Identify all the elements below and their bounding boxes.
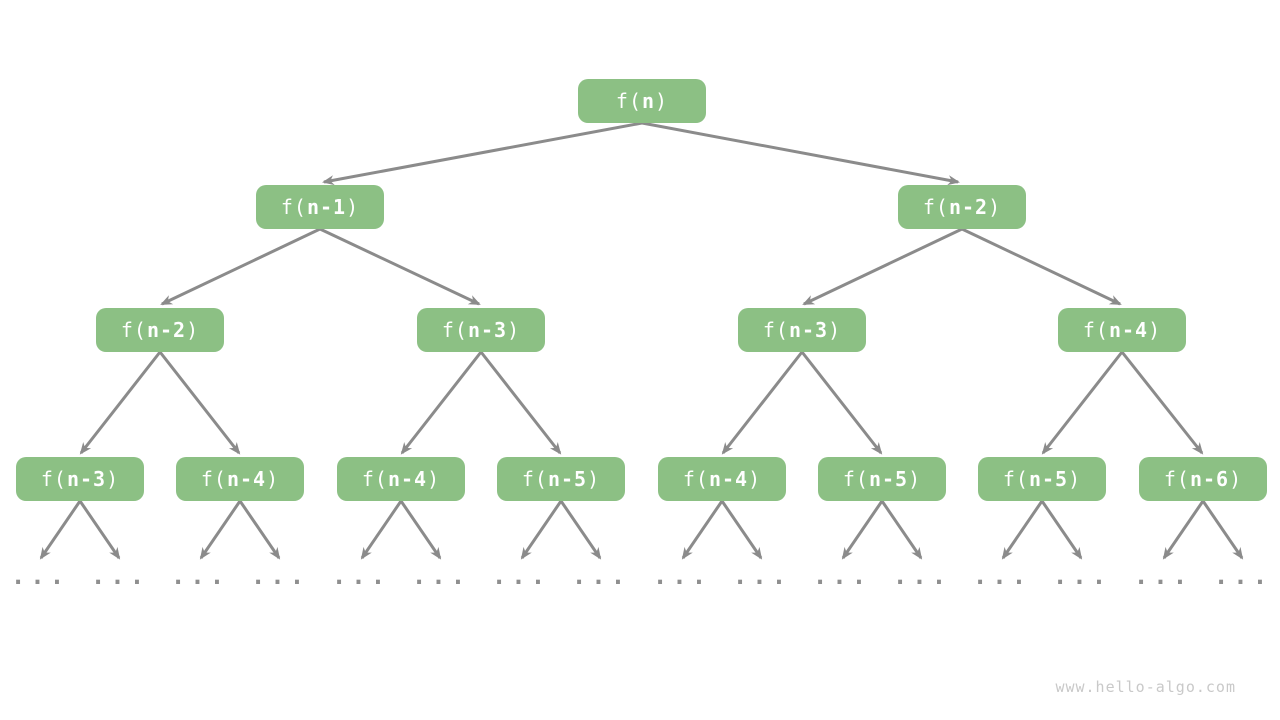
edge — [721, 351, 804, 455]
leaf-ellipsis: ... — [411, 562, 471, 590]
tree-node-root: f(n) — [578, 79, 706, 123]
edge — [1120, 351, 1204, 455]
leaf-ellipsis: ... — [571, 562, 631, 590]
node-label: f(n-4) — [1082, 318, 1162, 342]
node-label: f(n-1) — [280, 195, 360, 219]
edge-to-leaf — [520, 500, 563, 560]
tree-node: f(n-4) — [658, 457, 786, 501]
tree-node: f(n-5) — [497, 457, 625, 501]
leaf-ellipsis: ... — [1052, 562, 1112, 590]
node-label: f(n-6) — [1163, 467, 1243, 491]
node-label: f(n-5) — [1002, 467, 1082, 491]
leaf-ellipsis: ... — [652, 562, 712, 590]
edge-to-leaf — [78, 500, 121, 560]
tree-node: f(n-5) — [818, 457, 946, 501]
edge — [800, 351, 883, 455]
edge — [79, 351, 162, 455]
edge-to-leaf — [1162, 500, 1205, 560]
tree-node: f(n-3) — [417, 308, 545, 352]
node-label: f(n-5) — [521, 467, 601, 491]
tree-node: f(n-4) — [337, 457, 465, 501]
node-label: f(n-4) — [200, 467, 280, 491]
node-label: f(n-4) — [361, 467, 441, 491]
tree-node: f(n-4) — [176, 457, 304, 501]
leaf-ellipsis: ... — [1213, 562, 1273, 590]
node-label: f(n-3) — [441, 318, 521, 342]
edge — [400, 351, 483, 455]
edge-to-leaf — [399, 500, 442, 560]
watermark: www.hello-algo.com — [1055, 678, 1236, 696]
edge-to-leaf — [681, 500, 724, 560]
node-label: f(n-2) — [922, 195, 1002, 219]
edge-to-leaf — [720, 500, 763, 560]
leaf-ellipsis: ... — [170, 562, 230, 590]
edge-to-leaf — [1201, 500, 1244, 560]
edge — [322, 121, 643, 186]
leaf-ellipsis: ... — [250, 562, 310, 590]
leaf-ellipsis: ... — [10, 562, 70, 590]
node-label: f(n-4) — [682, 467, 762, 491]
edge-to-leaf — [238, 500, 281, 560]
edge-to-leaf — [1040, 500, 1083, 560]
tree-node: f(n-2) — [898, 185, 1026, 229]
node-label: f(n) — [615, 89, 669, 113]
leaf-ellipsis: ... — [90, 562, 150, 590]
leaf-ellipsis: ... — [892, 562, 952, 590]
tree-node: f(n-5) — [978, 457, 1106, 501]
node-label: f(n-5) — [842, 467, 922, 491]
node-label: f(n-2) — [120, 318, 200, 342]
edge-to-leaf — [880, 500, 923, 560]
leaf-ellipsis: ... — [972, 562, 1032, 590]
edge — [1041, 351, 1124, 455]
edge — [158, 351, 241, 455]
edge-to-leaf — [841, 500, 884, 560]
leaf-ellipsis: ... — [1133, 562, 1193, 590]
tree-node: f(n-1) — [256, 185, 384, 229]
edge-to-leaf — [559, 500, 602, 560]
edge-to-leaf — [39, 500, 82, 560]
tree-node: f(n-6) — [1139, 457, 1267, 501]
leaf-ellipsis: ... — [331, 562, 391, 590]
tree-node: f(n-3) — [16, 457, 144, 501]
edge — [479, 351, 562, 455]
leaf-ellipsis: ... — [812, 562, 872, 590]
edge-to-leaf — [360, 500, 403, 560]
edge-to-leaf — [199, 500, 242, 560]
leaf-ellipsis: ... — [491, 562, 551, 590]
node-label: f(n-3) — [762, 318, 842, 342]
node-label: f(n-3) — [40, 467, 120, 491]
edge — [319, 227, 481, 306]
tree-node: f(n-4) — [1058, 308, 1186, 352]
edge — [641, 121, 960, 186]
edge-to-leaf — [1001, 500, 1044, 560]
leaf-ellipsis: ... — [732, 562, 792, 590]
edge — [961, 227, 1122, 306]
edge — [802, 227, 963, 306]
tree-node: f(n-2) — [96, 308, 224, 352]
tree-node: f(n-3) — [738, 308, 866, 352]
edge — [160, 227, 321, 306]
